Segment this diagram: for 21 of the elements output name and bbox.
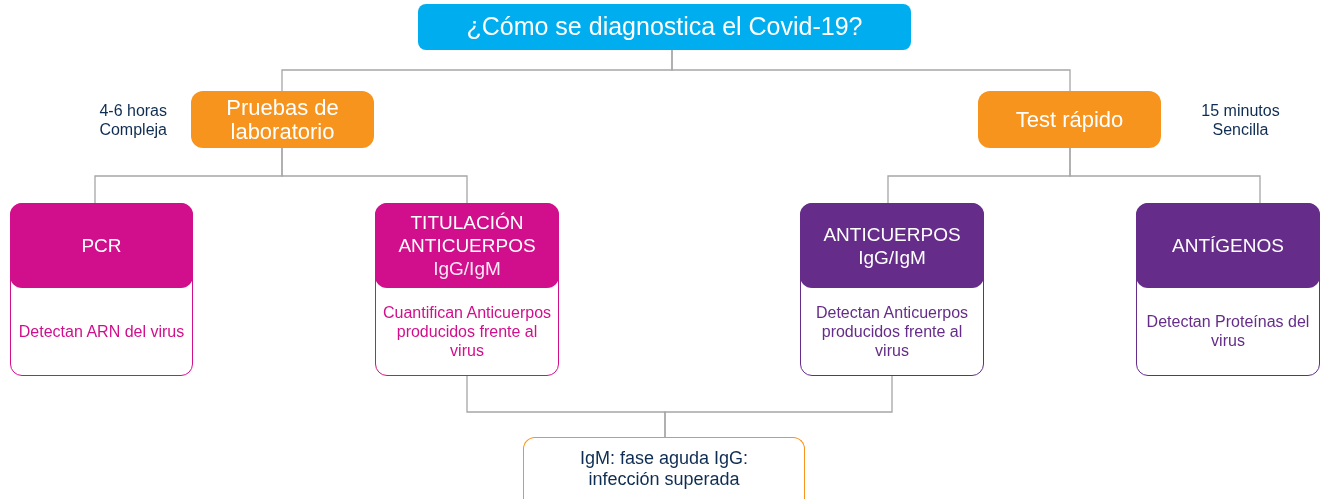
- card-heading: TITULACIÓN ANTICUERPOS: [397, 211, 537, 257]
- card-heading: PCR: [81, 234, 122, 257]
- title-box: ¿Cómo se diagnostica el Covid-19?: [418, 4, 911, 50]
- annotation-text: 15 minutos Sencilla: [1200, 100, 1281, 139]
- connector-line: [1069, 147, 1261, 204]
- card-description: Detectan Anticuerpos producidos frente al virus: [814, 302, 970, 360]
- connector-line: [664, 375, 893, 438]
- card-heading: ANTICUERPOS IgG/IgM: [822, 222, 962, 269]
- card-heading: ANTÍGENOS: [1172, 234, 1284, 257]
- card-description: Detectan ARN del virus: [18, 321, 185, 341]
- card-description: Cuantifican Anticuerpos producidos frente al virus: [381, 302, 553, 360]
- method-card: [800, 203, 984, 376]
- method-card: [10, 203, 193, 376]
- card-heading: IgG/IgM: [433, 257, 501, 280]
- connector-line: [281, 147, 468, 204]
- annotation-text: 4-6 horas Compleja: [98, 100, 167, 139]
- method-card: [375, 203, 559, 376]
- method-card: [1136, 203, 1320, 376]
- connector-line: [671, 49, 1071, 92]
- card-description: Detectan Proteínas del virus: [1145, 312, 1311, 350]
- note-box: IgM: fase aguda IgG: infección superada: [523, 437, 805, 499]
